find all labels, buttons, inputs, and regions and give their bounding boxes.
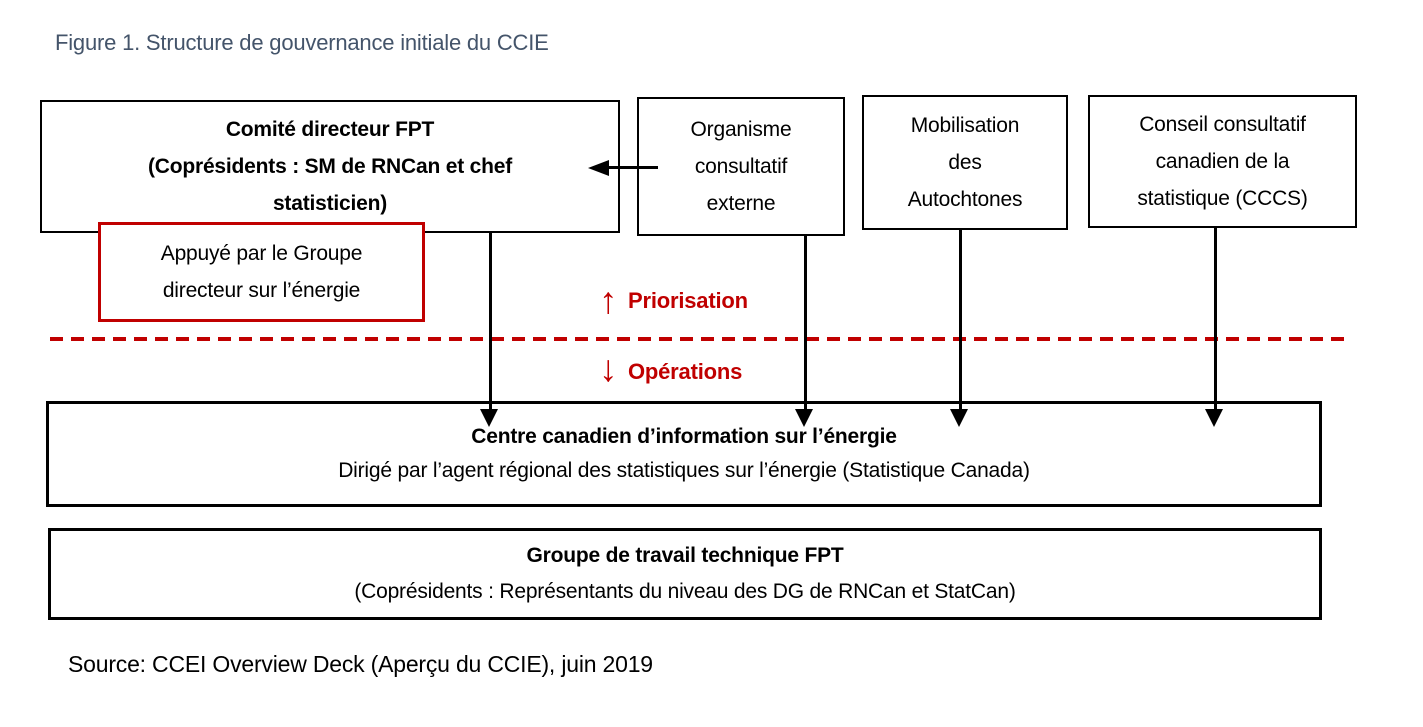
box-organisme-line2: consultatif <box>694 155 788 178</box>
arrow-down-line-cccs <box>1214 228 1217 411</box>
box-comite-line1: Comité directeur FPT <box>225 118 435 141</box>
box-cccs-line2: canadien de la <box>1155 150 1290 173</box>
arrow-down-line-fpt <box>489 233 492 411</box>
box-mobilisation-autochtones: Mobilisation des Autochtones <box>862 95 1068 230</box>
arrow-down-icon-cccs <box>1205 409 1223 427</box>
up-arrow-icon: ↑ <box>599 280 618 321</box>
arrow-left-line <box>606 166 658 169</box>
box-comite-line2: (Coprésidents : SM de RNCan et chef <box>147 155 513 178</box>
ccei-subtitle: Dirigé par l’agent régional des statisti… <box>338 459 1030 482</box>
arrow-down-line-organisme <box>804 236 807 411</box>
box-appuye-groupe-directeur: Appuyé par le Groupe directeur sur l’éne… <box>98 222 425 322</box>
box-organisme-line1: Organisme <box>690 118 792 141</box>
support-note-line2: directeur sur l’énergie <box>162 279 361 302</box>
box-comite-directeur-fpt: Comité directeur FPT (Coprésidents : SM … <box>40 100 620 233</box>
dashed-divider-line <box>50 337 1345 341</box>
priorisation-label: Priorisation <box>628 288 748 313</box>
box-mobilisation-line1: Mobilisation <box>910 114 1020 137</box>
arrow-left-icon <box>588 160 609 176</box>
box-mobilisation-line3: Autochtones <box>907 188 1023 211</box>
arrow-down-icon-mobilisation <box>950 409 968 427</box>
wg-subtitle: (Coprésidents : Représentants du niveau … <box>354 580 1016 603</box>
operations-label: Opérations <box>628 359 743 384</box>
figure-title: Figure 1. Structure de gouvernance initi… <box>55 30 549 55</box>
source-note: Source: CCEI Overview Deck (Aperçu du CC… <box>68 651 653 677</box>
box-conseil-cccs: Conseil consultatif canadien de la stati… <box>1088 95 1357 228</box>
wg-title: Groupe de travail technique FPT <box>526 544 844 567</box>
box-centre-canadien-information-energie: Centre canadien d’information sur l’éner… <box>46 401 1322 507</box>
box-groupe-travail-technique: Groupe de travail technique FPT (Coprési… <box>48 528 1322 620</box>
arrow-down-icon-organisme <box>795 409 813 427</box>
arrow-down-icon-fpt <box>480 409 498 427</box>
box-cccs-line3: statistique (CCCS) <box>1137 187 1308 210</box>
box-cccs-line1: Conseil consultatif <box>1139 113 1306 136</box>
box-organisme-consultatif-externe: Organisme consultatif externe <box>637 97 845 236</box>
arrow-down-line-mobilisation <box>959 230 962 411</box>
box-comite-line3: statisticien) <box>272 192 388 215</box>
box-mobilisation-line2: des <box>948 151 982 174</box>
box-organisme-line3: externe <box>706 192 776 215</box>
down-arrow-icon: ↓ <box>599 348 618 389</box>
support-note-line1: Appuyé par le Groupe <box>160 242 363 265</box>
ccei-title: Centre canadien d’information sur l’éner… <box>471 425 897 448</box>
